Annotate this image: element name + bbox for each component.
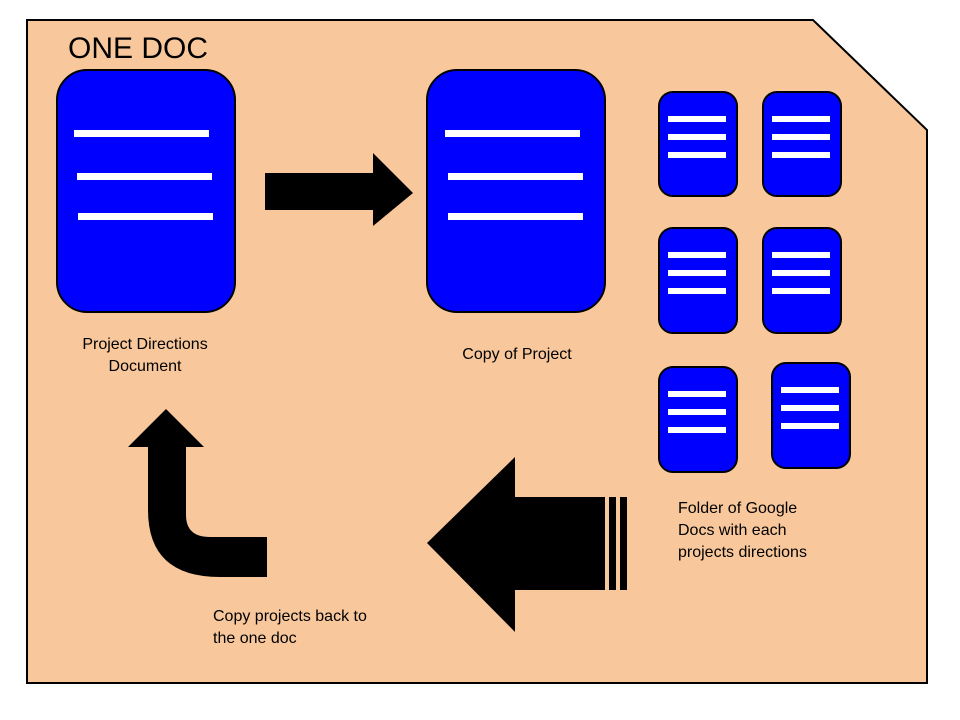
- curved-up-arrow-icon: [128, 409, 267, 577]
- document-icon: [658, 366, 738, 473]
- document-icon: [762, 227, 842, 334]
- google-docs-folder: [658, 91, 851, 473]
- one-doc-title: ONE DOC: [68, 32, 209, 65]
- document-icon: [762, 91, 842, 197]
- left-arrow-icon: [427, 457, 627, 632]
- copy-of-project-document-icon: [426, 69, 606, 313]
- label-line: Project Directions: [82, 336, 208, 353]
- document-icon: [771, 362, 851, 469]
- copy-back-label: Copy projects back to the one doc: [213, 606, 433, 650]
- label-line: projects directions: [678, 544, 807, 561]
- google-docs-folder-label: Folder of Google Docs with each projects…: [678, 498, 878, 564]
- label-line: Document: [108, 358, 182, 375]
- project-directions-label: Project Directions Document: [44, 334, 246, 378]
- label-line: Docs with each: [678, 522, 787, 539]
- document-icon: [658, 227, 738, 334]
- label-line: Folder of Google: [678, 500, 798, 517]
- label-line: the one doc: [213, 630, 297, 647]
- copy-of-project-label: Copy of Project: [426, 344, 608, 366]
- document-icon: [658, 91, 738, 197]
- label-line: Copy of Project: [462, 346, 572, 363]
- right-arrow-icon: [265, 153, 413, 226]
- label-line: Copy projects back to: [213, 608, 367, 625]
- project-directions-document-icon: [56, 69, 236, 313]
